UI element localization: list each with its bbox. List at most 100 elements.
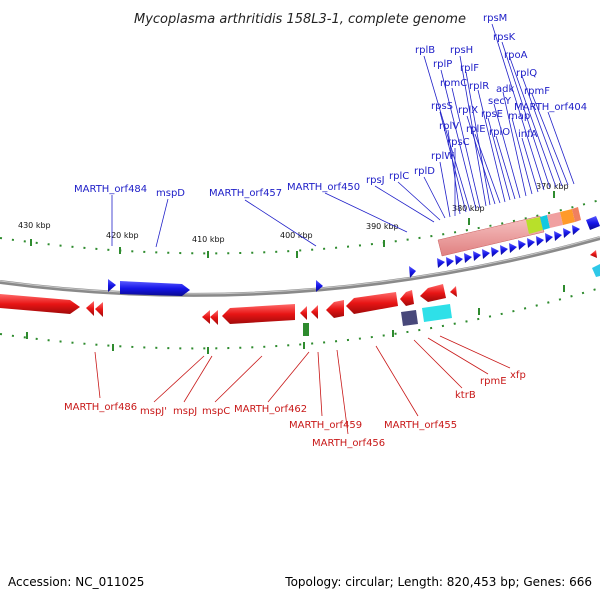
gene-label[interactable]: rplE [466, 124, 486, 135]
operon-band-cyan [540, 215, 550, 230]
gene-operon-arrow[interactable] [473, 251, 481, 261]
gene-label[interactable]: MARTH_orf484 [74, 184, 147, 195]
gene-operon-arrow[interactable] [491, 247, 499, 257]
scale-tick [553, 191, 555, 198]
gene-label[interactable]: MARTH_orf462 [234, 404, 307, 415]
gene-marth-orf484[interactable] [108, 279, 116, 292]
feature-cyan-edge [592, 264, 600, 277]
connector-line [155, 198, 169, 248]
gene-label[interactable]: mspD [156, 188, 185, 199]
gene-operon-arrow[interactable] [545, 233, 553, 243]
gene-marth-orf456[interactable] [311, 305, 318, 319]
gene-label[interactable]: rpsJ [366, 175, 385, 186]
gene-operon-arrow[interactable] [455, 255, 463, 265]
gene-operon-arrow[interactable] [509, 243, 517, 253]
connector-line [153, 355, 205, 403]
gene-label[interactable]: MARTH_orf404 [514, 102, 587, 113]
gene-label[interactable]: rpsS [431, 101, 453, 112]
gene-label[interactable]: MARTH_orf456 [312, 438, 385, 449]
gene-label[interactable]: mspJ [173, 406, 197, 417]
gene-mspj-prime-b[interactable] [95, 302, 103, 317]
gene-operon-arrow[interactable] [500, 245, 508, 255]
gene-label[interactable]: MARTH_orf455 [384, 420, 457, 431]
gene-label[interactable]: map [508, 111, 530, 122]
gene-operon-arrow[interactable] [536, 236, 544, 246]
gene-label[interactable]: rpsE [481, 109, 503, 120]
accession-text: Accession: NC_011025 [8, 575, 144, 589]
gene-marth-orf459[interactable] [300, 306, 307, 320]
gene-label[interactable]: rplQ [516, 68, 537, 79]
gene-operon-arrow[interactable] [527, 238, 535, 248]
gene-operon-arrow[interactable] [572, 225, 580, 235]
connector-line [439, 161, 451, 218]
gene-label[interactable]: mspJ' [140, 406, 167, 417]
gene-operon-arrow[interactable] [554, 231, 562, 241]
gene-operon-arrow[interactable] [518, 240, 526, 250]
gene-marth-orf486[interactable] [0, 294, 80, 314]
gene-label[interactable]: MARTH_orf459 [289, 420, 362, 431]
gene-label[interactable]: rplW [431, 151, 454, 162]
gene-mspd[interactable] [120, 281, 190, 296]
gene-label[interactable]: MARTH_orf450 [287, 182, 360, 193]
gene-rpme[interactable] [420, 284, 446, 302]
connector-line [427, 337, 489, 375]
gene-label[interactable]: rplR [469, 81, 489, 92]
gene-label[interactable]: rpmF [524, 86, 550, 97]
gene-label[interactable]: mspC [202, 406, 230, 417]
gene-label[interactable]: rplC [389, 171, 409, 182]
gene-mspc[interactable] [210, 310, 218, 325]
gene-label[interactable]: rpsM [483, 13, 507, 24]
gene-ktrb[interactable] [400, 290, 414, 306]
connector-line [477, 89, 506, 203]
connector-line [439, 111, 467, 213]
gene-marth-orf462[interactable] [222, 304, 295, 324]
gene-xfp[interactable] [450, 286, 457, 297]
connector-line [466, 115, 496, 205]
scale-tick [207, 347, 209, 354]
forward-features [108, 216, 600, 296]
gene-label[interactable]: MARTH_orf486 [64, 402, 137, 413]
gene-label[interactable]: ktrB [455, 390, 476, 401]
gene-label[interactable]: rplD [414, 166, 435, 177]
gene-operon-arrow[interactable] [446, 257, 454, 267]
gene-label[interactable]: xfp [510, 370, 526, 381]
scale-tick [468, 218, 470, 225]
map-title: Mycoplasma arthritidis 158L3-1, complete… [134, 12, 466, 27]
gene-label[interactable]: infA [518, 129, 538, 140]
gene-label[interactable]: rpoA [504, 50, 528, 61]
gene-label[interactable]: rplB [415, 45, 435, 56]
gene-label[interactable]: rplO [489, 127, 510, 138]
gene-marth-orf450[interactable] [409, 266, 416, 278]
connector-line [493, 103, 521, 199]
gene-operon-arrow[interactable] [464, 253, 472, 263]
gene-label[interactable]: rplX [458, 105, 478, 116]
gene-operon-arrow[interactable] [563, 228, 571, 238]
gene-label[interactable]: rplV [439, 121, 459, 132]
reverse-features [0, 250, 600, 336]
gene-marth-orf456b[interactable] [326, 300, 344, 318]
outer-tick-ring [0, 199, 600, 255]
gene-label[interactable]: rpsH [450, 45, 473, 56]
gene-right-edge[interactable] [590, 250, 597, 258]
gene-mspj-prime[interactable] [86, 301, 94, 316]
scale-tick [303, 342, 305, 349]
scale-tick [119, 247, 121, 254]
gene-label[interactable]: rplP [433, 59, 452, 70]
gene-operon-arrow[interactable] [482, 249, 490, 259]
gene-marth-orf457[interactable] [316, 280, 323, 292]
connector-line [94, 351, 101, 399]
gene-label[interactable]: MARTH_orf457 [209, 188, 282, 199]
gene-label[interactable]: adk [496, 84, 514, 95]
gene-mspj[interactable] [202, 310, 210, 324]
connector-line [491, 23, 545, 191]
gene-label[interactable]: rplF [460, 63, 479, 74]
gene-operon-arrow[interactable] [437, 258, 445, 268]
gene-label[interactable]: secY [488, 96, 512, 107]
gene-marth-orf455[interactable] [346, 292, 398, 314]
gene-label[interactable]: rpmE [480, 376, 507, 387]
gene-operon-arrow[interactable] [586, 216, 600, 230]
gene-label[interactable]: rpmC [440, 78, 467, 89]
gene-label[interactable]: rpsC [447, 137, 470, 148]
gene-label[interactable]: rpsK [493, 32, 516, 43]
